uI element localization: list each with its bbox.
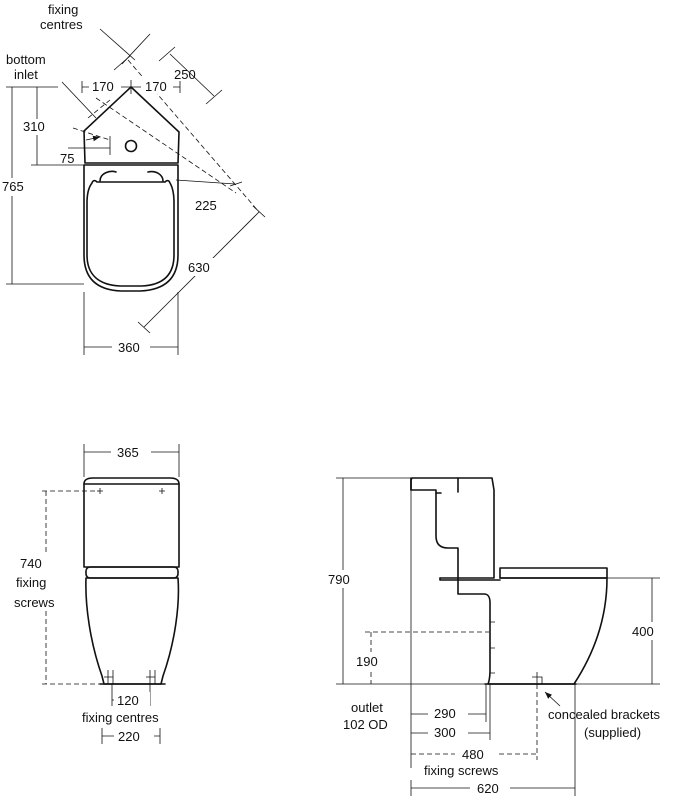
side-label-supplied: (supplied)	[584, 725, 641, 740]
plan-left-diagonal	[87, 99, 111, 119]
front-bracket-left	[104, 670, 114, 684]
side-dim-190-text: 190	[356, 654, 378, 669]
plan-dim-250-text: 250	[174, 67, 196, 82]
side-label-outlet-od: 102 OD	[343, 717, 388, 732]
front-label-screws: screws	[14, 595, 55, 610]
side-dim-290-text: 290	[434, 706, 456, 721]
side-label-fixing-screws: fixing screws	[424, 763, 499, 778]
front-label-fixing-centres: fixing centres	[82, 710, 159, 725]
side-cistern-outline	[410, 477, 495, 579]
plan-hinge-right	[147, 170, 164, 182]
plan-dim-75-text: 75	[60, 151, 74, 166]
plan-label-inlet: inlet	[14, 67, 38, 82]
front-dim-120-text: 120	[117, 693, 139, 708]
side-bowl-outline	[439, 577, 608, 685]
side-label-outlet: outlet	[351, 700, 383, 715]
plan-label-centres: centres	[40, 17, 83, 32]
side-label-concealed-brackets: concealed brackets	[548, 707, 661, 722]
plan-label-bottom: bottom	[6, 52, 46, 67]
plan-view: fixing centres bottom inlet 250 170 170 …	[0, 2, 266, 355]
front-view: 365 740 fixing screws 120 fixing centres…	[14, 444, 180, 744]
side-bracket	[532, 672, 543, 684]
front-seat	[85, 566, 179, 579]
plan-dim-225-text: 225	[195, 198, 217, 213]
plan-seat-outline	[83, 164, 179, 292]
plan-dim-360-text: 360	[118, 340, 140, 355]
side-dim-620-text: 620	[477, 781, 499, 796]
plan-seat-inner	[86, 179, 175, 287]
front-label-fixing: fixing	[16, 575, 46, 590]
plan-dim-170-right-text: 170	[145, 79, 167, 94]
front-dim-740-text: 740	[20, 556, 42, 571]
plan-hinge-left	[99, 170, 117, 182]
plan-dim-310-text: 310	[23, 119, 45, 134]
front-dim-365-text: 365	[117, 445, 139, 460]
side-seat	[499, 567, 608, 579]
plan-dim-765-text: 765	[2, 179, 24, 194]
side-dim-300-text: 300	[434, 725, 456, 740]
side-dim-480-text: 480	[462, 747, 484, 762]
plan-dim-250-line	[169, 53, 215, 97]
side-view: 790 400 190 outlet 102 OD 290 300 480 fi…	[326, 477, 668, 796]
front-bowl-outline	[85, 577, 180, 685]
plan-inlet-diagonal	[72, 127, 111, 141]
front-dim-220-text: 220	[118, 729, 140, 744]
plan-fixing-centre-line-2	[95, 97, 237, 194]
plan-dim-630-text: 630	[188, 260, 210, 275]
plan-dim-170-left-text: 170	[92, 79, 114, 94]
plan-dim-225-line	[175, 179, 236, 185]
front-bracket-right	[146, 670, 156, 684]
plan-label-fixing: fixing	[48, 2, 78, 17]
side-dim-400-text: 400	[632, 624, 654, 639]
side-dim-790-text: 790	[328, 572, 350, 587]
plan-cistern-outline	[83, 86, 180, 164]
plan-flush-button	[124, 139, 138, 153]
